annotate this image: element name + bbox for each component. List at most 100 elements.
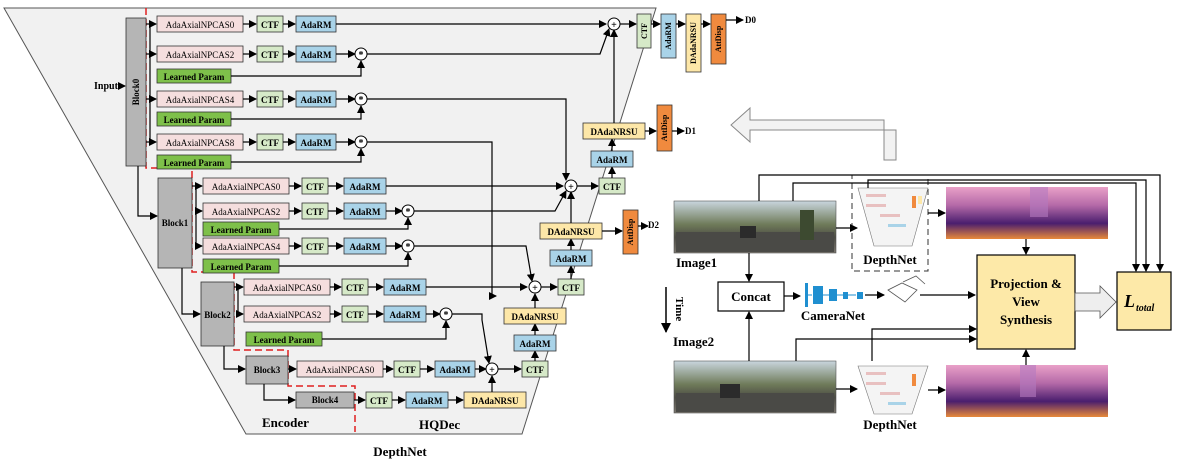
adarm-dec0: AdaRM [660, 13, 677, 59]
ctf-b0-s4: CTF [256, 90, 284, 108]
svg-text:CTF: CTF [370, 396, 389, 406]
svg-text:Learned Param: Learned Param [211, 262, 272, 272]
svg-text:AdaRM: AdaRM [301, 20, 333, 30]
block1: Block1 [157, 177, 193, 269]
svg-text:CTF: CTF [526, 365, 545, 375]
adarm-b1-s0: AdaRM [343, 177, 387, 195]
svg-text:*: * [359, 95, 364, 106]
ctf-b2-s0: CTF [341, 278, 369, 296]
svg-text:L: L [1123, 291, 1135, 311]
hqdec-label: HQDec [419, 417, 460, 432]
adarm-b0-s2: AdaRM [295, 45, 337, 63]
encoder-label: Encoder [262, 415, 309, 430]
svg-text:AdaAxialNPCAS2: AdaAxialNPCAS2 [212, 207, 281, 217]
axial-b1-s2: AdaAxialNPCAS2 [202, 202, 290, 220]
svg-text:AdaRM: AdaRM [597, 155, 629, 165]
svg-text:Learned Param: Learned Param [254, 335, 315, 345]
svg-text:AttDisp: AttDisp [714, 25, 723, 52]
d0-label: D0 [745, 15, 756, 25]
ctf-b0-s8: CTF [256, 133, 284, 151]
svg-text:AdaRM: AdaRM [556, 254, 588, 264]
ctf-b1-s0: CTF [301, 177, 329, 195]
axial-b0-s4: AdaAxialNPCAS4 [156, 90, 244, 108]
adarm-dec1: AdaRM [590, 150, 634, 168]
svg-text:CTF: CTF [306, 182, 325, 192]
dadanrsu-dec2: DAdaNRSU [539, 222, 603, 240]
input-label: Input [94, 81, 119, 92]
svg-text:AdaAxialNPCAS2: AdaAxialNPCAS2 [253, 310, 322, 320]
svg-text:AdaRM: AdaRM [390, 310, 422, 320]
svg-text:AdaRM: AdaRM [301, 138, 333, 148]
svg-text:AdaRM: AdaRM [520, 339, 552, 349]
attdisp-d1: AttDisp [656, 104, 673, 152]
svg-text:AdaAxialNPCAS0: AdaAxialNPCAS0 [166, 20, 235, 30]
svg-text:Learned Param: Learned Param [164, 115, 225, 125]
d1-label: D1 [685, 126, 696, 136]
svg-text:AdaRM: AdaRM [390, 283, 422, 293]
svg-text:Block1: Block1 [162, 218, 189, 228]
svg-text:AdaRM: AdaRM [664, 22, 673, 50]
svg-text:CTF: CTF [562, 283, 581, 293]
svg-text:Block3: Block3 [254, 365, 281, 375]
image1-photo [673, 200, 837, 254]
svg-text:total: total [1136, 303, 1155, 314]
svg-text:CTF: CTF [306, 207, 325, 217]
svg-text:CTF: CTF [346, 310, 365, 320]
svg-text:AdaRM: AdaRM [350, 242, 382, 252]
svg-text:AdaAxialNPCAS4: AdaAxialNPCAS4 [212, 242, 281, 252]
svg-text:+: + [532, 283, 538, 294]
image1-label: Image1 [676, 255, 717, 270]
learned-param-b2-s2: Learned Param [245, 331, 323, 347]
ctf-dec0: CTF [636, 13, 652, 49]
svg-text:AdaRM: AdaRM [350, 182, 382, 192]
learned-param-b0-s2: Learned Param [156, 68, 232, 84]
svg-text:DAdaNRSU: DAdaNRSU [590, 127, 638, 137]
attdisp-d2: AttDisp [622, 209, 639, 255]
svg-text:CTF: CTF [261, 20, 280, 30]
block3: Block3 [245, 355, 289, 385]
block4: Block4 [295, 391, 355, 409]
attdisp-d0: AttDisp [710, 13, 727, 65]
axial-b1-s0: AdaAxialNPCAS0 [202, 177, 290, 195]
adarm-b2-s0: AdaRM [383, 278, 427, 296]
svg-text:CTF: CTF [261, 50, 280, 60]
svg-text:CTF: CTF [261, 138, 280, 148]
svg-text:+: + [489, 365, 495, 376]
svg-text:*: * [359, 138, 364, 149]
svg-text:AdaAxialNPCAS8: AdaAxialNPCAS8 [166, 138, 235, 148]
learned-param-b0-s4: Learned Param [156, 111, 232, 127]
cameranet-icon [805, 283, 863, 307]
adarm-b0-s8: AdaRM [295, 133, 337, 151]
depth-map-top [946, 187, 1108, 239]
adarm-b3-s0: AdaRM [434, 360, 476, 378]
axial-b0-s8: AdaAxialNPCAS8 [156, 133, 244, 151]
svg-text:+: + [611, 20, 617, 31]
svg-text:AttDisp: AttDisp [660, 114, 669, 141]
time-label: Time [673, 297, 685, 321]
axial-b0-s2: AdaAxialNPCAS2 [156, 45, 244, 63]
svg-text:DAdaNRSU: DAdaNRSU [471, 396, 519, 406]
svg-text:*: * [406, 207, 411, 218]
svg-text:*: * [444, 310, 449, 321]
adarm-b1-s2: AdaRM [343, 202, 387, 220]
svg-text:+: + [568, 182, 574, 193]
axial-b2-s0: AdaAxialNPCAS0 [243, 278, 331, 296]
adarm-dec2: AdaRM [549, 249, 593, 267]
svg-text:AdaAxialNPCAS2: AdaAxialNPCAS2 [166, 50, 235, 60]
svg-text:AdaRM: AdaRM [412, 396, 444, 406]
axial-b2-s2: AdaAxialNPCAS2 [243, 305, 331, 323]
svg-text:AdaRM: AdaRM [440, 365, 472, 375]
dadanrsu-b4: DAdaNRSU [463, 391, 527, 409]
axial-b3-s0: AdaAxialNPCAS0 [296, 360, 384, 378]
svg-text:Block4: Block4 [312, 395, 339, 405]
svg-text:Block0: Block0 [131, 78, 141, 105]
adarm-b0-s0: AdaRM [295, 15, 337, 33]
svg-text:*: * [359, 50, 364, 61]
svg-text:Learned Param: Learned Param [164, 158, 225, 168]
adarm-b2-s2: AdaRM [383, 305, 427, 323]
ctf-b3-s0: CTF [393, 360, 421, 378]
ctf-dec2: CTF [557, 278, 585, 296]
svg-text:*: * [406, 242, 411, 253]
depthnet-bottom-label: DepthNet [863, 417, 917, 432]
